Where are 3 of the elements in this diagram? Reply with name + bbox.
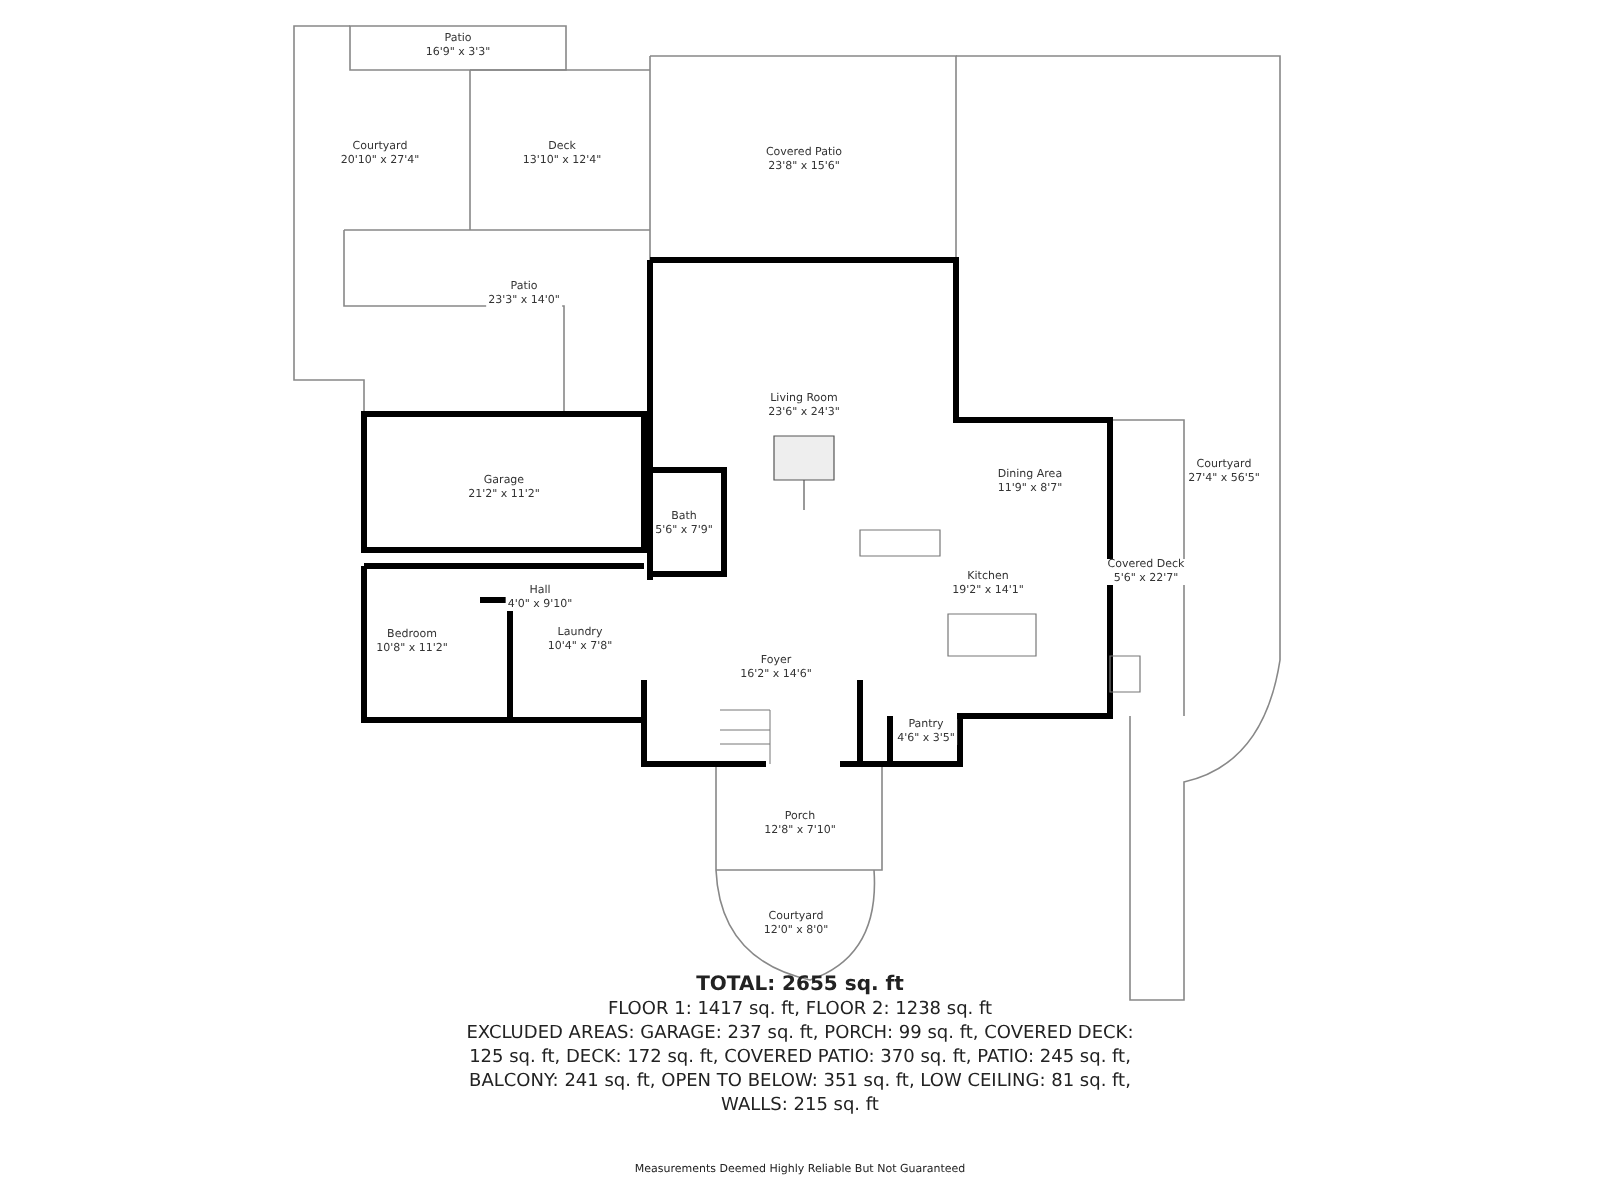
area-total: TOTAL: 2655 sq. ft: [694, 972, 906, 998]
floor-areas-note: FLOOR 1: 1417 sq. ft, FLOOR 2: 1238 sq. ft: [605, 998, 995, 1022]
excluded-areas-note: EXCLUDED AREAS: GARAGE: 237 sq. ft, PORCH: 99 sq. ft, COVERED DECK: 125 sq. ft, DECK: 172 sq. ft, COVERED PATIO: 370 sq. ft, PATIO: 245 sq. ft, BALCONY: 241 sq. ft, OPEN TO BELOW: 351 sq. ft, LOW CEILING: 81 sq. ft, WALLS: 215 sq. ft: [464, 1022, 1136, 1118]
